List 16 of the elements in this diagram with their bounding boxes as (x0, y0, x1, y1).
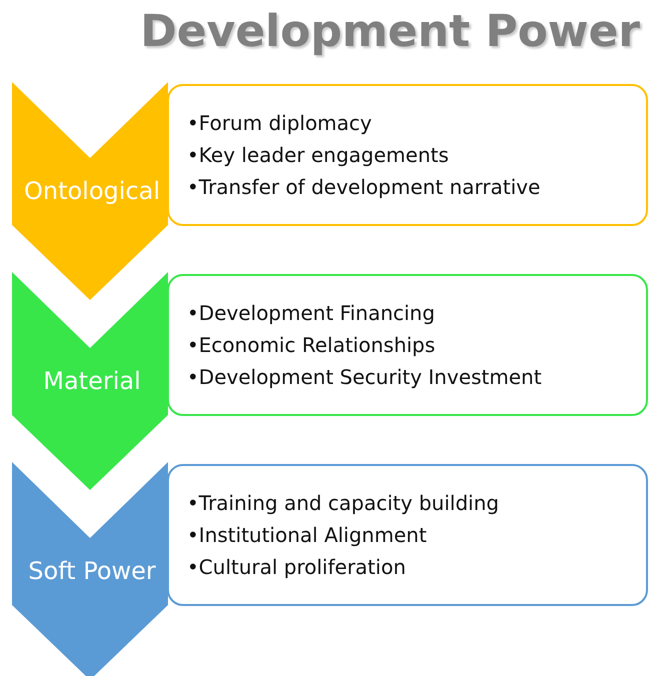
bullet-item: •Economic Relationships (187, 332, 436, 359)
bullet-item: •Institutional Alignment (187, 522, 428, 549)
bullet-item: •Development Security Investment (187, 364, 543, 391)
bullet-item: •Key leader engagements (187, 142, 450, 169)
bullet-item: •Cultural proliferation (187, 554, 407, 581)
text-panel (167, 464, 648, 606)
bullet-item: •Development Financing (187, 300, 436, 327)
stage-label: Soft Power (27, 557, 157, 585)
bullet-item: •Transfer of development narrative (187, 174, 542, 201)
title: Development Power (140, 6, 640, 57)
stage-label: Ontological (22, 177, 162, 205)
stage-label: Material (42, 367, 142, 395)
text-panel (167, 274, 648, 416)
bullet-item: •Forum diplomacy (187, 110, 373, 137)
text-panel (167, 84, 648, 226)
bullet-item: •Training and capacity building (187, 490, 500, 517)
